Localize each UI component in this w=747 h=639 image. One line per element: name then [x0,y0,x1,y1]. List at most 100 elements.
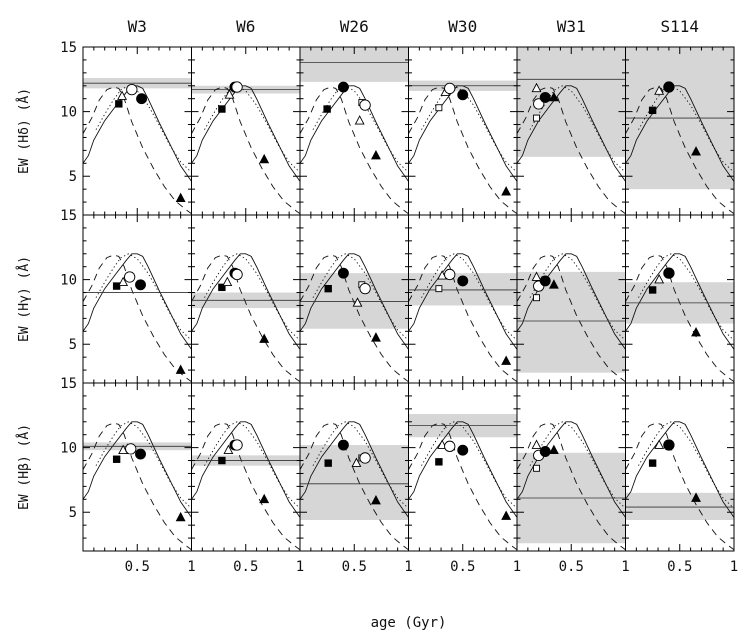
panel-0-1-curve-solid [82,253,192,350]
panel-3-2-marker-4 [501,510,512,520]
panel-4-2-marker-2 [531,439,542,449]
panel-1-2-marker-4 [259,493,270,504]
panel-1-1-marker-4 [259,333,270,343]
panel-4-1-curve-solid [516,253,626,350]
ytick-label: 15 [60,40,77,56]
panel-1-2-marker-3 [231,439,243,451]
panel-3-0-marker-2 [444,82,456,95]
panel-3-0-curve-dashed [408,86,518,215]
panel-2-0-marker-2 [354,115,365,125]
panel-2-2-marker-1 [337,439,349,451]
panel-5-0-marker-4 [691,146,701,156]
panel-4-1-marker-3 [539,275,551,287]
panel-5-2-marker-3 [663,439,675,451]
panel-3-2-marker-2 [444,440,456,452]
panel-3-1-marker-2 [444,268,456,281]
xtick-label: 1 [296,559,304,575]
panel-4-2-curve-solid [516,421,626,518]
panel-2-1-marker-2 [352,297,363,307]
xtick-label: 0.5 [667,559,692,575]
xtick-label: 0.5 [125,559,150,575]
panel-0-0-marker-4 [175,192,186,203]
panel-4-1-marker-0 [533,294,540,302]
panel-1-1-marker-1 [222,276,233,287]
panel-5-2-marker-0 [648,459,657,467]
panel-0-2-marker-0 [112,455,121,463]
panel-3-2-curve-solid [408,421,518,518]
panel-5-2-curve-dashed [625,422,735,551]
panel-5-0-marker-1 [654,85,665,95]
panel-1-0-marker-1 [224,89,235,99]
panel-0-0-marker-0 [115,100,123,108]
panel-4-1-marker-2 [531,271,542,281]
panel-4-1-curve-dashed [516,254,626,383]
panel-1-1-marker-3 [231,268,243,281]
panel-0-2-curve-dashed [82,422,192,551]
panel-0-1-marker-0 [112,282,121,290]
panel-2-1-band [300,273,409,329]
panel-2-1-marker-5 [371,332,381,342]
panel-1-0-marker-3 [231,81,243,93]
panel-2-2-marker-0 [324,459,332,467]
panel-0-1-marker-4 [175,364,186,374]
panel-1-0-curve-solid [191,85,301,182]
ytick-label: 10 [60,441,77,457]
panel-2-0-curve-solid [299,85,409,182]
row-ylabel-2: EW (Hβ) (Å) [16,424,32,510]
row-ylabel-0: EW (Hδ) (Å) [16,88,32,174]
panel-0-2-marker-2 [125,443,137,455]
panel-5-0-marker-3 [663,81,675,93]
column-title-w6: W6 [236,17,255,36]
panel-0-0-curve-dashed [82,86,192,215]
panel-4-0-marker-3 [539,91,551,103]
panel-0-2-marker-3 [135,448,146,460]
panel-2-0-marker-1 [337,81,349,93]
panel-2-1-marker-1 [337,267,349,279]
xtick-label: 0.5 [450,559,475,575]
ytick-label: 5 [69,337,77,353]
panel-5-1-marker-1 [654,274,665,284]
row-ylabel-1: EW (Hγ) (Å) [16,256,32,342]
panel-3-2-marker-3 [457,444,469,456]
panel-1-0-marker-4 [259,153,270,164]
panel-4-0-marker-2 [531,82,542,93]
panel-0-1-curve-dashed [82,254,192,383]
panel-2-0-marker-5 [371,149,381,160]
panel-3-1-marker-4 [501,355,512,365]
xtick-label: 0.5 [233,559,258,575]
panel-4-2-marker-0 [533,464,540,472]
panel-0-0-marker-2 [126,83,138,96]
panel-0-1-marker-1 [118,276,129,287]
column-title-w31: W31 [557,17,586,36]
panel-4-1-marker-4 [548,279,559,289]
panel-1-1-curve-solid [191,253,301,350]
panel-5-1-marker-4 [691,327,701,337]
column-title-w26: W26 [340,17,369,36]
panel-1-2-marker-1 [223,444,234,455]
panel-3-0-marker-0 [435,104,443,112]
panel-3-2-marker-0 [435,458,443,466]
panel-3-1-marker-0 [435,285,443,293]
marker-layer [112,81,701,522]
xtick-label: 0.5 [342,559,367,575]
panel-5-2-curve-solid [625,421,735,518]
panel-4-2-marker-4 [548,444,559,455]
panel-2-1-marker-0 [324,284,332,293]
xtick-label: 1 [730,559,738,575]
panel-2-2-marker-5 [371,495,381,505]
panel-0-1-marker-2 [124,271,136,283]
panel-4-2-marker-3 [539,446,551,457]
column-title-w30: W30 [448,17,477,36]
ytick-label: 5 [69,169,77,185]
panel-3-1-curve-solid [408,253,518,350]
panel-2-1-curve-solid [299,253,409,350]
panel-5-1-marker-3 [663,267,675,279]
panel-2-2-band [300,445,409,520]
panel-4-0-marker-0 [533,114,540,122]
panel-2-0-curve-dashed [299,86,409,215]
ytick-label: 5 [69,505,77,521]
panel-4-2-curve-dashed [516,422,626,551]
x-axis-title: age (Gyr) [371,615,447,631]
panel-1-0-marker-0 [218,105,226,113]
